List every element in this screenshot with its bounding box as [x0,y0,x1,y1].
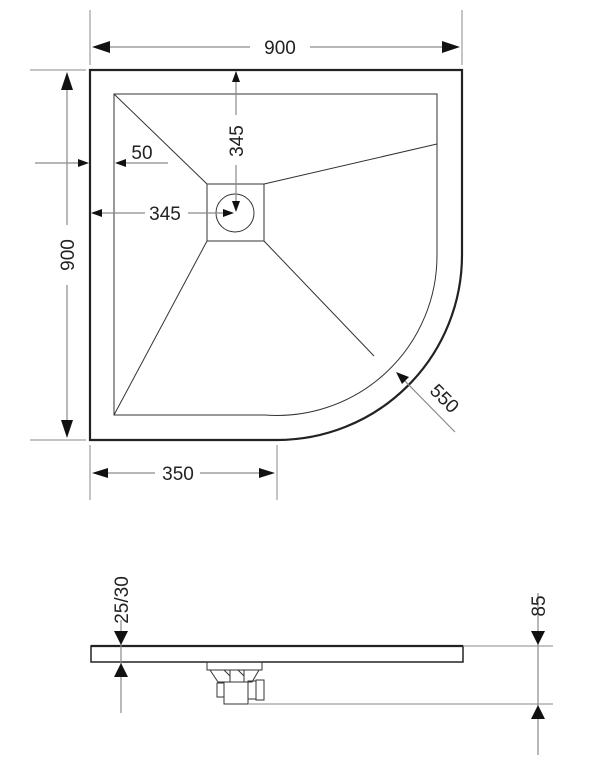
width-dimension: 900 [89,10,463,65]
width-label: 900 [264,38,296,59]
thickness-label: 25/30 [112,576,133,624]
height-dimension: 85 [529,593,550,755]
side-view: 25/30 85 [90,576,553,755]
slope-lines [113,93,438,416]
tray-profile [90,645,464,663]
drain-left-label: 345 [149,204,181,225]
rim-label: 50 [131,143,152,164]
thickness-dimension: 25/30 [112,576,133,713]
depth-label: 900 [58,239,79,271]
rim-dimension: 50 [35,143,168,167]
straight-edge-label: 350 [162,464,194,485]
radius-dimension: 550 [396,372,463,433]
height-label: 85 [529,595,550,616]
top-view: 900 900 345 345 [30,10,464,500]
radius-label: 550 [425,380,462,417]
depth-dimension: 900 [30,69,86,441]
tray-inner-basin [113,93,438,416]
drain-top-dimension: 345 [227,71,248,212]
drain-left-dimension: 345 [91,204,234,225]
drain-profile [206,661,265,705]
drain-top-label: 345 [227,125,248,157]
straight-edge-dimension: 350 [89,445,278,500]
tray-outline [88,68,464,442]
